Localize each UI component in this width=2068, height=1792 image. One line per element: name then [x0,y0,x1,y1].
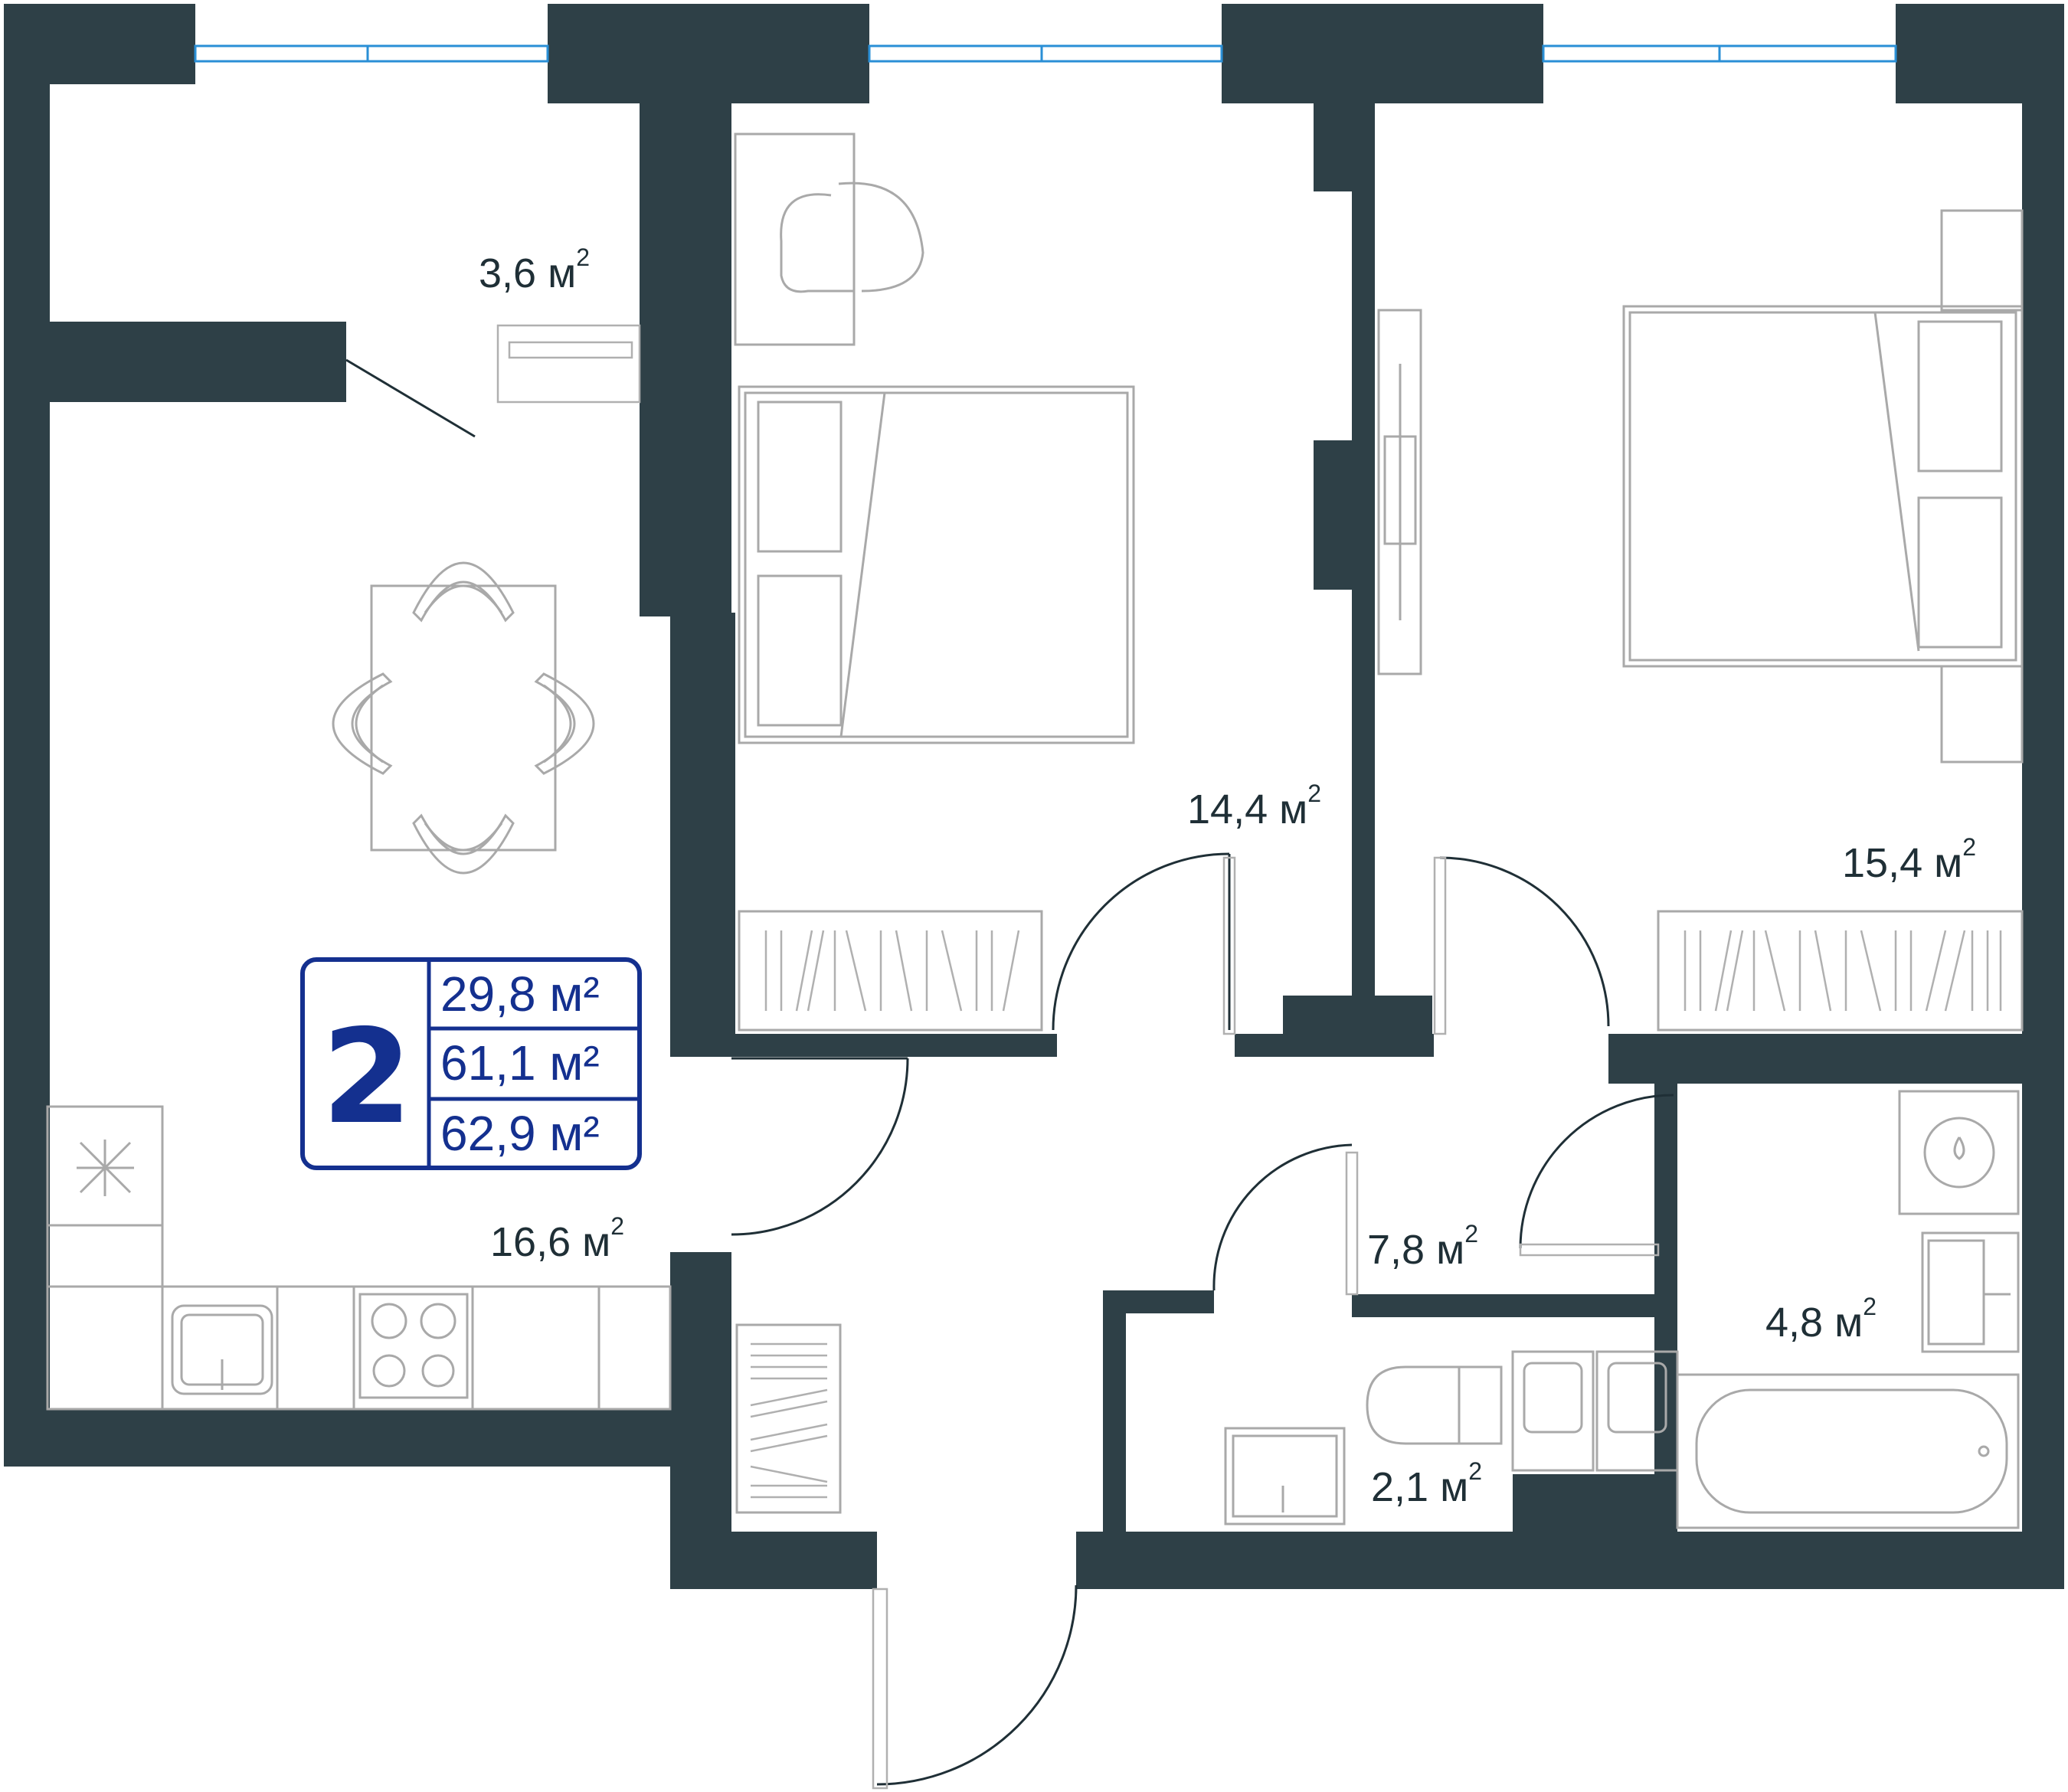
bathroom-fixtures [1676,1090,2020,1529]
toilet-fixtures [1224,1350,1679,1525]
room-area-bedroom-2: 15,4 м2 [1842,833,1976,886]
area-badge: 2 29,8 м² 61,1 м² 62,9 м² [300,957,642,1170]
living-area: 29,8 м² [440,966,600,1022]
balcony-shelf [496,324,641,404]
rooms-count: 2 [322,1002,412,1153]
bedroom-2-furniture [1377,209,2024,1032]
room-area-toilet: 2,1 м2 [1371,1457,1482,1510]
hall-shoe-rack [735,1323,842,1514]
dining-set [332,561,595,875]
walls [4,4,2064,1589]
room-area-hall: 7,8 м2 [1367,1220,1478,1273]
room-labels: 3,6 м2 16,6 м2 14,4 м2 15,4 м2 7,8 м2 4,… [479,244,1976,1510]
room-area-bathroom: 4,8 м2 [1765,1293,1877,1346]
total-area: 61,1 м² [440,1035,600,1091]
room-area-bedroom-1: 14,4 м2 [1187,780,1321,832]
total-area-with-balcony: 62,9 м² [440,1106,600,1161]
hood-icon [77,1140,134,1196]
doors [731,852,1674,1790]
balcony-door-swing [345,358,476,438]
kitchen-units [46,1105,672,1411]
windows [194,44,1897,63]
room-area-balcony: 3,6 м2 [479,244,590,296]
room-area-kitchen-living: 16,6 м2 [490,1212,624,1265]
bedroom-1-furniture [734,132,1135,1032]
